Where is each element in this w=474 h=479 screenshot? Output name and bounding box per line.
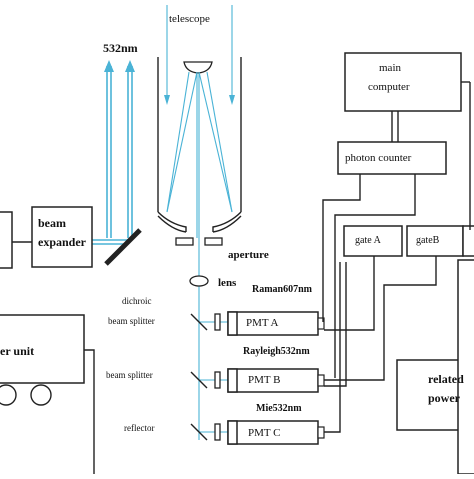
- photon-counter-label: photon counter: [345, 152, 412, 164]
- main-computer-box: [344, 52, 462, 112]
- laser-box: [0, 211, 13, 269]
- telescope-label: telescope: [169, 13, 210, 25]
- lens-label: lens: [218, 277, 237, 289]
- right-edge-panel: [457, 259, 474, 475]
- aperture-right: [204, 237, 223, 246]
- aperture-label: aperture: [228, 249, 269, 261]
- received-light: [166, 5, 233, 440]
- pmt-b-label: PMT B: [248, 374, 281, 386]
- secondary-mirror: [183, 61, 213, 74]
- related-power-label-2: power: [428, 391, 460, 405]
- pmt-boxes: [227, 311, 319, 445]
- branch-beams: [199, 321, 228, 433]
- rayleigh-label: Rayleigh532nm: [243, 346, 310, 357]
- beam-arrowheads: [104, 60, 135, 72]
- filters: [214, 313, 221, 441]
- related-power-label-1: related: [428, 372, 464, 386]
- splitters: [190, 313, 208, 441]
- beam-splitter-label: beam splitter: [106, 370, 153, 380]
- photon-counter-box: [337, 141, 447, 175]
- gate-a-label: gate A: [355, 235, 381, 246]
- signal-wires: [322, 81, 471, 433]
- telescope-tube: [157, 57, 242, 233]
- gate-b-box: [406, 225, 464, 257]
- beam-expander-label-1: beam: [38, 216, 66, 230]
- dichroic-label-2: beam splitter: [108, 316, 155, 326]
- steering-mirror: [104, 228, 142, 266]
- pmt-connectors: [317, 317, 325, 439]
- raman-label: Raman607nm: [252, 284, 313, 295]
- power-unit-box: [0, 314, 85, 384]
- reflector-label: reflector: [124, 423, 155, 433]
- beam-expander-label-2: expander: [38, 235, 86, 249]
- gate-a-box: [343, 225, 403, 257]
- aperture-left: [175, 237, 194, 246]
- gate-b-label: gateB: [416, 235, 440, 246]
- power-unit-wheels: [0, 384, 52, 406]
- main-computer-label-1: main: [379, 62, 401, 74]
- lens: [189, 275, 209, 287]
- power-cable: [84, 349, 95, 474]
- beam-expander-box: [31, 206, 93, 268]
- main-computer-label-2: computer: [368, 81, 410, 93]
- pmt-a-label: PMT A: [246, 317, 279, 329]
- mie-label: Mie532nm: [256, 403, 302, 414]
- edge-box-right: [462, 225, 474, 257]
- power-unit-label: er unit: [0, 344, 35, 358]
- pmt-c-label: PMT C: [248, 427, 281, 439]
- wavelength-label: 532nm: [103, 41, 138, 55]
- dichroic-label-1: dichroic: [122, 296, 152, 306]
